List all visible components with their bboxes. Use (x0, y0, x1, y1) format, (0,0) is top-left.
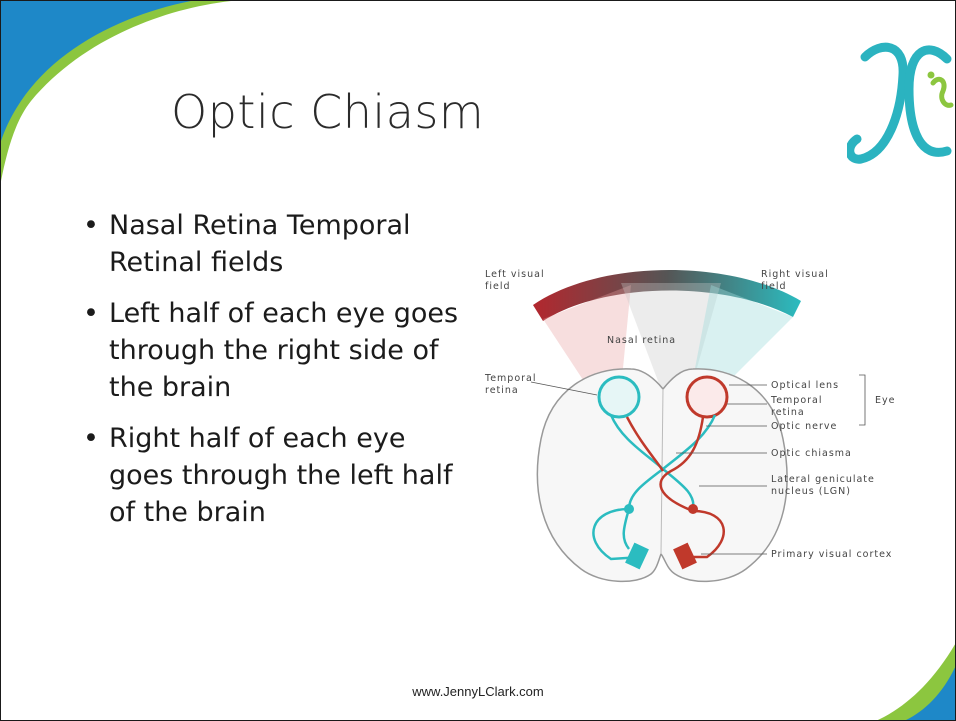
label-lgn-line2: nucleus (LGN) (771, 486, 851, 497)
bullet-list: • Nasal Retina Temporal Retinal fields • L… (81, 207, 471, 545)
label-left-visual-field: Left visual (485, 269, 545, 280)
label-optic-chiasma: Optic chiasma (771, 448, 852, 459)
label-eye: Eye (875, 395, 895, 406)
bullet-item: • Nasal Retina Temporal Retinal fields (81, 207, 471, 281)
footer-url: www.JennyLClark.com (1, 684, 955, 699)
label-right-visual-field: Right visual (761, 269, 829, 280)
slide-title: Optic Chiasm (171, 85, 484, 139)
left-eye (599, 377, 639, 417)
bullet-text: Left half of each eye goes through the r… (109, 298, 458, 403)
label-right-visual-field-line2: field (761, 281, 787, 292)
bullet-item: • Right half of each eye goes through the… (81, 420, 471, 531)
label-lgn: Lateral geniculate (771, 474, 875, 485)
label-temporal-retina-right: Temporal (770, 395, 823, 406)
bullet-dot: • (83, 207, 99, 244)
jc-logo-icon (847, 35, 956, 175)
lgn-right (688, 504, 698, 514)
label-primary-visual-cortex: Primary visual cortex (771, 549, 892, 560)
bullet-dot: • (83, 420, 99, 457)
bullet-item: • Left half of each eye goes through the … (81, 295, 471, 406)
corner-swoosh-bottom-right (821, 611, 956, 721)
label-temporal-retina-left: Temporal (484, 373, 537, 384)
label-left-visual-field-line2: field (485, 281, 511, 292)
optic-pathway-diagram: Left visual field Right visual field Nas… (471, 239, 931, 599)
right-eye (687, 377, 727, 417)
lgn-left (624, 504, 634, 514)
label-nasal-retina: Nasal retina (607, 335, 676, 346)
label-optical-lens: Optical lens (771, 380, 839, 391)
label-optic-nerve: Optic nerve (771, 421, 837, 432)
bullet-text: Nasal Retina Temporal Retinal fields (109, 210, 411, 278)
bullet-text: Right half of each eye goes through the … (109, 423, 452, 528)
label-temporal-retina-right-line2: retina (771, 407, 805, 418)
label-temporal-retina-left-line2: retina (485, 385, 519, 396)
bullet-dot: • (83, 295, 99, 332)
